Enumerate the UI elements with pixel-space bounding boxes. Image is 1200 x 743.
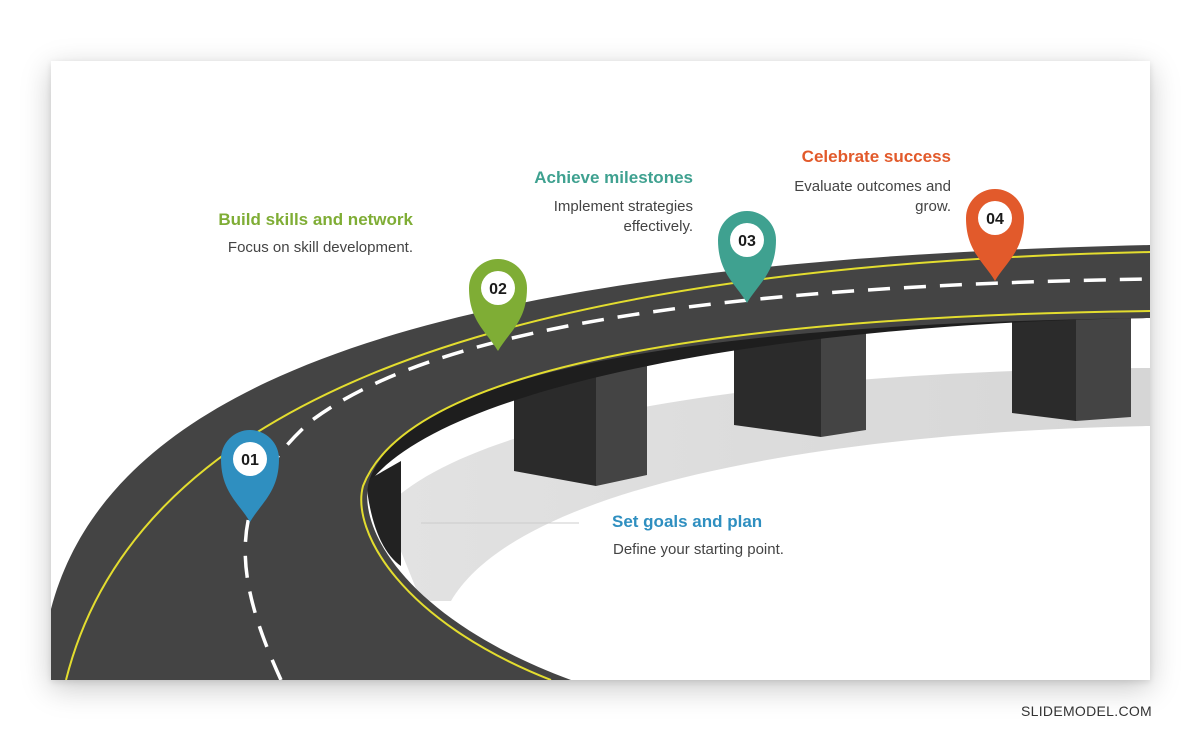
slide: 01 02 03 04 Set goals and plan Define yo… [51,61,1150,680]
milestone-pin-01[interactable]: 01 [221,430,279,522]
pin-badge [233,442,267,476]
milestone-pin-04[interactable]: 04 [966,189,1024,281]
milestone-number: 02 [489,281,507,298]
milestone-number: 01 [241,452,259,469]
milestone-number: 04 [986,211,1004,228]
brand-watermark: SLIDEMODEL.COM [1021,703,1152,719]
road-center-dashes [243,277,1150,680]
road-surface [51,245,1150,680]
pin-badge [978,201,1012,235]
pin-badge [730,223,764,257]
milestone-03-description: Implement strategies effectively. [553,198,693,235]
support-pillars [514,311,1131,486]
milestone-pin-02[interactable]: 02 [469,259,527,351]
road-edge-line-outer [65,251,1150,680]
milestone-01-description: Define your starting point. [613,541,784,558]
roadmap-road-illustration: 01 02 03 04 [51,189,1150,680]
milestone-01-title: Set goals and plan [612,512,763,531]
milestone-number: 03 [738,233,756,250]
milestone-04-description: Evaluate outcomes and grow. [794,178,951,215]
road-edge-line-inner [360,310,1150,680]
milestone-03-title: Achieve milestones [534,168,693,187]
pin-badge [481,271,515,305]
milestone-02-title: Build skills and network [218,210,413,229]
milestone-02-description: Focus on skill development. [227,239,413,256]
milestone-04-title: Celebrate success [801,147,951,166]
milestone-pin-03[interactable]: 03 [718,211,776,303]
